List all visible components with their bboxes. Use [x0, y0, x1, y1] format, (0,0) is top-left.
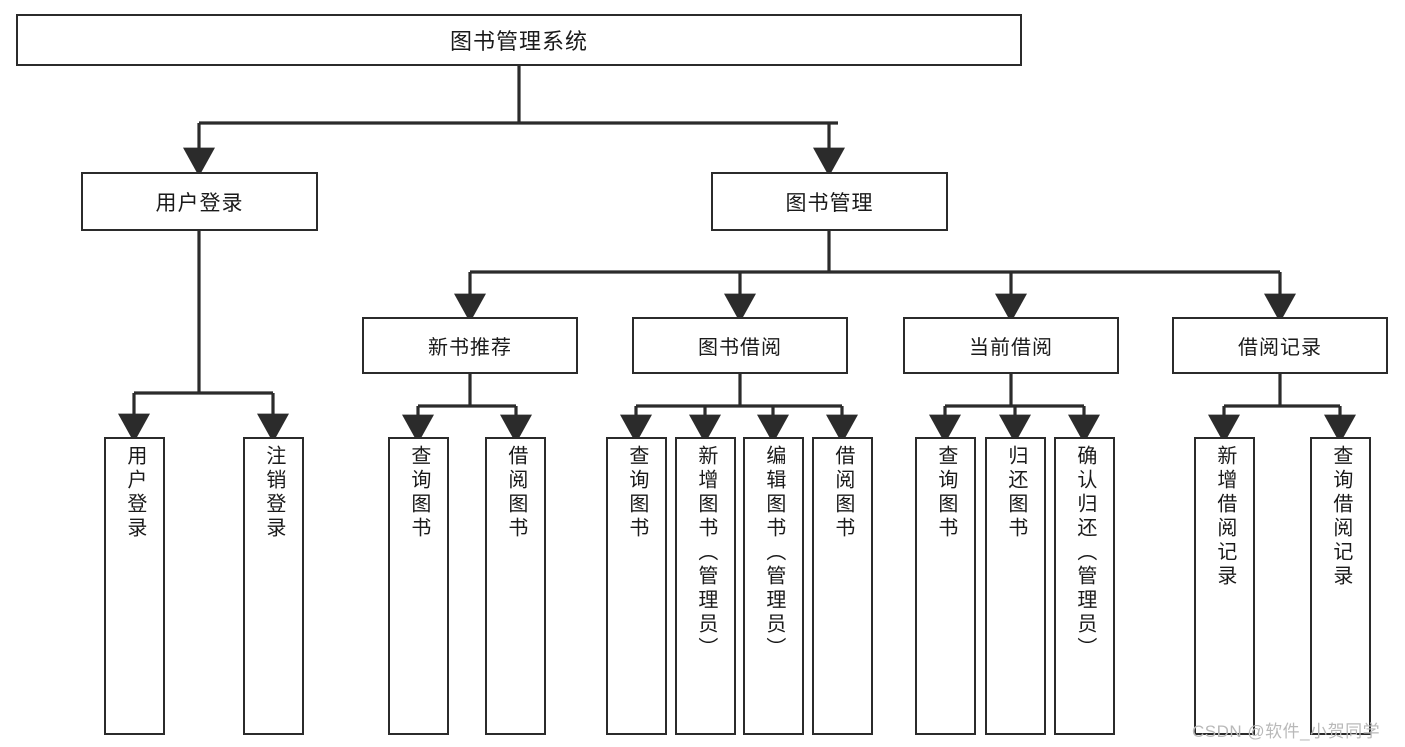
- node-new-book-recommend-label: 新书推荐: [428, 337, 512, 359]
- node-book-borrow[interactable]: 图书借阅: [632, 317, 848, 374]
- node-leaf-add-book-admin[interactable]: 新增图书（管理员）: [675, 437, 736, 735]
- node-leaf-add-book-admin-label: 新增图书（管理员）: [694, 445, 717, 661]
- node-book-manage[interactable]: 图书管理: [711, 172, 948, 231]
- node-leaf-borrow-book-1-label: 借阅图书: [504, 445, 527, 541]
- node-leaf-return-book[interactable]: 归还图书: [985, 437, 1046, 735]
- node-user-login-label: 用户登录: [155, 191, 244, 215]
- node-leaf-confirm-return-admin-label: 确认归还（管理员）: [1073, 445, 1096, 661]
- node-leaf-query-borrow-record[interactable]: 查询借阅记录: [1310, 437, 1371, 735]
- node-leaf-query-book-1-label: 查询图书: [407, 445, 430, 541]
- node-user-login[interactable]: 用户登录: [81, 172, 318, 231]
- node-leaf-query-book-3-label: 查询图书: [934, 445, 957, 541]
- node-leaf-edit-book-admin-label: 编辑图书（管理员）: [762, 445, 785, 661]
- node-leaf-query-book-2[interactable]: 查询图书: [606, 437, 667, 735]
- node-current-borrow[interactable]: 当前借阅: [903, 317, 1119, 374]
- node-leaf-query-book-3[interactable]: 查询图书: [915, 437, 976, 735]
- node-leaf-user-login-label: 用户登录: [123, 445, 146, 541]
- node-leaf-edit-book-admin[interactable]: 编辑图书（管理员）: [743, 437, 804, 735]
- node-leaf-query-book-1[interactable]: 查询图书: [388, 437, 449, 735]
- node-leaf-return-book-label: 归还图书: [1004, 445, 1027, 541]
- node-leaf-add-borrow-record-label: 新增借阅记录: [1213, 445, 1236, 589]
- node-leaf-logout-login[interactable]: 注销登录: [243, 437, 304, 735]
- node-leaf-logout-login-label: 注销登录: [262, 445, 285, 541]
- node-leaf-user-login[interactable]: 用户登录: [104, 437, 165, 735]
- node-new-book-recommend[interactable]: 新书推荐: [362, 317, 578, 374]
- node-leaf-query-book-2-label: 查询图书: [625, 445, 648, 541]
- node-leaf-borrow-book-2-label: 借阅图书: [831, 445, 854, 541]
- node-current-borrow-label: 当前借阅: [969, 337, 1053, 359]
- node-borrow-record-label: 借阅记录: [1238, 337, 1322, 359]
- node-leaf-add-borrow-record[interactable]: 新增借阅记录: [1194, 437, 1255, 735]
- node-root-label: 图书管理系统: [449, 29, 588, 54]
- csdn-watermark: CSDN @软件_小贺同学: [1192, 722, 1381, 741]
- node-leaf-query-borrow-record-label: 查询借阅记录: [1329, 445, 1352, 589]
- node-leaf-borrow-book-1[interactable]: 借阅图书: [485, 437, 546, 735]
- node-book-manage-label: 图书管理: [785, 191, 874, 215]
- node-leaf-borrow-book-2[interactable]: 借阅图书: [812, 437, 873, 735]
- node-root[interactable]: 图书管理系统: [16, 14, 1022, 66]
- node-leaf-confirm-return-admin[interactable]: 确认归还（管理员）: [1054, 437, 1115, 735]
- node-borrow-record[interactable]: 借阅记录: [1172, 317, 1388, 374]
- node-book-borrow-label: 图书借阅: [698, 337, 782, 359]
